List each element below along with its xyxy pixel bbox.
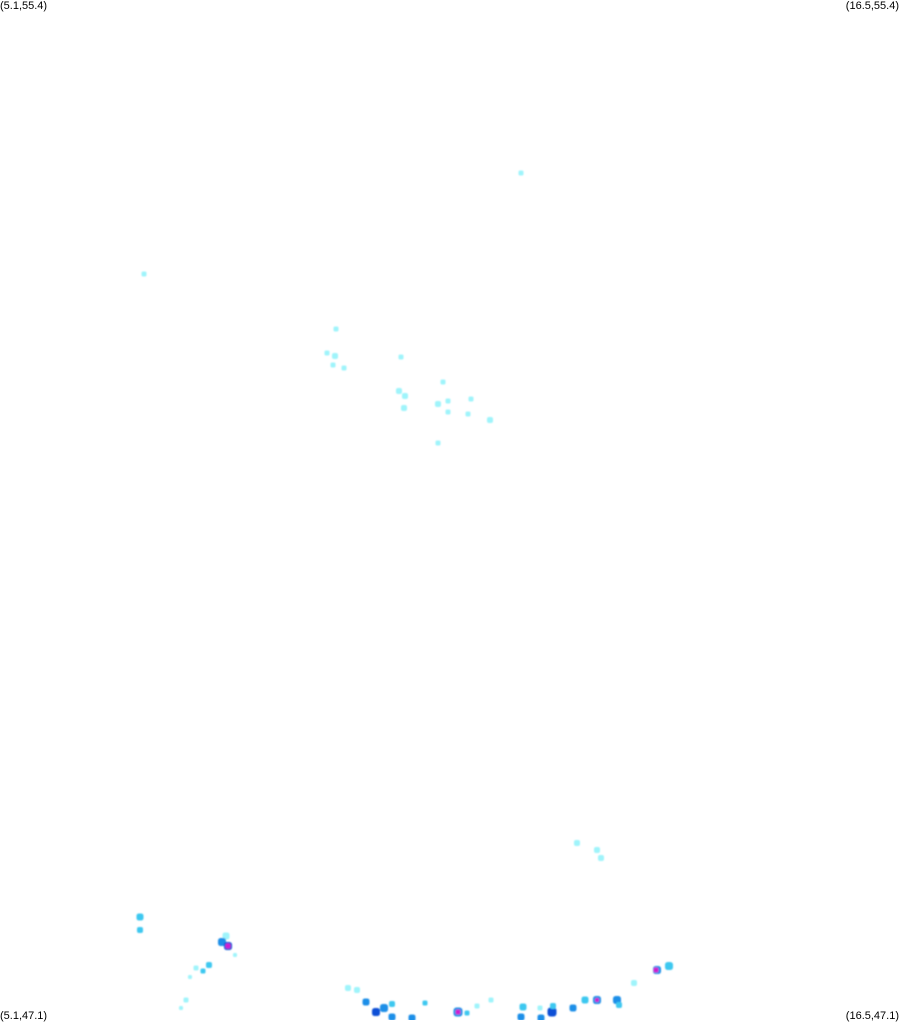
heat-spot-low bbox=[188, 975, 192, 979]
heat-spot-peak bbox=[455, 1009, 461, 1015]
heat-spot-low bbox=[468, 396, 474, 402]
heat-spot-mid bbox=[362, 998, 370, 1006]
heat-spot-mid bbox=[408, 1014, 416, 1022]
heat-spot-lowmid bbox=[422, 1000, 428, 1006]
heat-spot-lowmid bbox=[581, 996, 589, 1004]
heat-spot-lowmid bbox=[200, 968, 206, 974]
heat-spot-low bbox=[141, 271, 147, 277]
heat-spot-high bbox=[372, 1008, 380, 1016]
heat-spot-mid bbox=[517, 1013, 525, 1021]
heat-spot-low bbox=[474, 1003, 480, 1009]
heat-spot-lowmid bbox=[616, 1002, 622, 1008]
bottom-right-coordinate: (16.5,47.1) bbox=[845, 1010, 899, 1022]
heat-spot-peak bbox=[595, 998, 599, 1002]
heat-spot-low bbox=[330, 362, 336, 368]
heat-spot-low bbox=[396, 388, 402, 394]
heat-spot-low bbox=[354, 987, 360, 993]
heat-spot-peak bbox=[653, 967, 659, 973]
heat-spot-low bbox=[488, 997, 494, 1003]
heat-spot-low bbox=[324, 350, 330, 356]
heat-spot-low bbox=[445, 398, 451, 404]
heat-spot-mid bbox=[569, 1004, 577, 1012]
heat-spot-peak bbox=[225, 943, 231, 949]
heat-spot-lowmid bbox=[206, 962, 212, 968]
heat-spot-lowmid bbox=[550, 1003, 556, 1009]
heat-spot-low bbox=[445, 409, 451, 415]
heat-spot-low bbox=[631, 980, 637, 986]
heat-spot-lowmid bbox=[464, 1010, 470, 1016]
heat-spot-low bbox=[333, 326, 339, 332]
heat-spot-low bbox=[341, 365, 347, 371]
top-left-coordinate: (5.1,55.4) bbox=[0, 0, 48, 12]
heat-spot-mid bbox=[388, 1013, 396, 1021]
heat-spot-low bbox=[401, 405, 407, 411]
heat-spot-low bbox=[193, 965, 199, 971]
heat-spot-lowmid bbox=[519, 1003, 527, 1011]
heat-spot-low bbox=[435, 440, 441, 446]
heat-spot-lowmid bbox=[389, 1001, 395, 1007]
heat-spot-low bbox=[435, 401, 441, 407]
heat-spot-low bbox=[537, 1005, 543, 1011]
heat-spot-low bbox=[233, 953, 237, 957]
heat-spot-low bbox=[183, 997, 189, 1003]
heat-spot-low bbox=[594, 847, 600, 853]
heat-spot-mid bbox=[380, 1004, 388, 1012]
heat-spot-lowmid bbox=[137, 927, 143, 933]
heat-spot-low bbox=[440, 379, 446, 385]
top-right-coordinate: (16.5,55.4) bbox=[845, 0, 899, 12]
heat-spot-low bbox=[402, 393, 408, 399]
heat-spot-low bbox=[487, 417, 493, 423]
heat-spot-mid bbox=[537, 1014, 545, 1022]
heat-spot-low bbox=[222, 932, 230, 940]
heat-spot-lowmid bbox=[136, 913, 144, 921]
heat-spot-lowmid bbox=[665, 962, 673, 970]
heat-spot-low bbox=[332, 353, 338, 359]
bottom-left-coordinate: (5.1,47.1) bbox=[0, 1010, 48, 1022]
heat-spot-low bbox=[179, 1006, 183, 1010]
heat-spot-high bbox=[547, 1007, 557, 1017]
heat-spot-low bbox=[518, 170, 524, 176]
heat-spot-low bbox=[345, 985, 351, 991]
heat-spot-mid bbox=[218, 938, 226, 946]
heat-spot-low bbox=[465, 411, 471, 417]
heat-spot-low bbox=[398, 354, 404, 360]
heat-spot-low bbox=[598, 855, 604, 861]
heat-spot-low bbox=[574, 840, 580, 846]
